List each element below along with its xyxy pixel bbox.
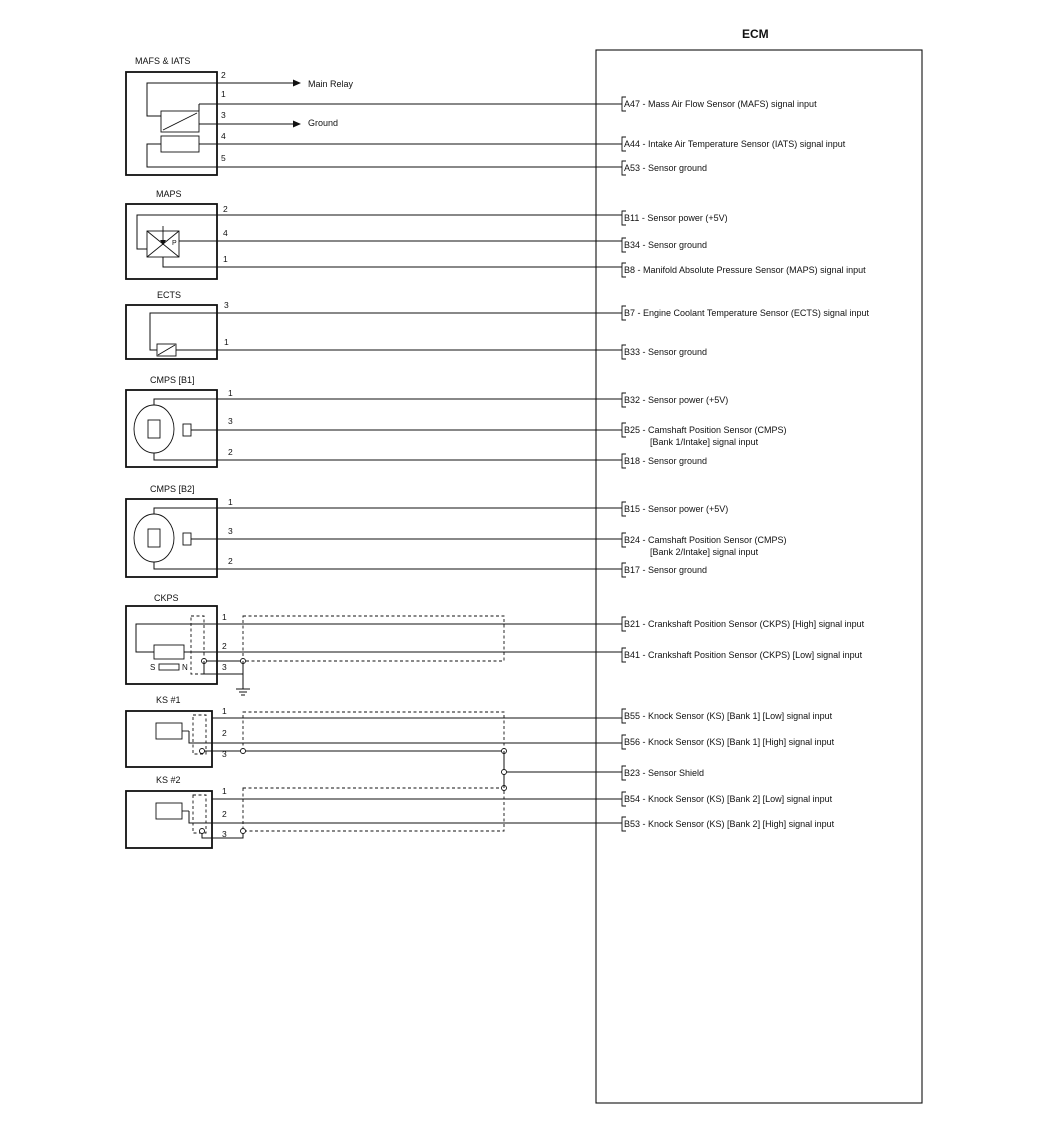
maps-p-symbol: P [172,240,177,247]
cmps-b2-sensor [125,498,218,578]
terminal-a44: A44 - Intake Air Temperature Sensor (IAT… [624,139,846,149]
sensor-shield-wire [501,751,622,788]
cmps-b2-pin-2: 2 [228,556,233,566]
terminal-a47: A47 - Mass Air Flow Sensor (MAFS) signal… [624,99,817,109]
ecm-title: ECM [742,27,769,41]
terminal-b32: B32 - Sensor power (+5V) [624,395,728,405]
ects-sensor [125,304,218,360]
ects-pin-3: 3 [224,300,229,310]
ckps-pin-2: 2 [222,641,227,651]
main-relay-wire [217,79,301,87]
maps-sensor [125,203,218,280]
ks1-label: KS #1 [156,695,181,705]
cmps-b1-pin-2: 2 [228,447,233,457]
terminal-b17: B17 - Sensor ground [624,565,707,575]
mafs-pin-3: 3 [221,110,226,120]
mafs-pin-2: 2 [221,70,226,80]
terminal-b54: B54 - Knock Sensor (KS) [Bank 2] [Low] s… [624,794,833,804]
maps-label: MAPS [156,189,182,199]
cmps-b2-pin-3: 3 [228,526,233,536]
ks1-pin-1: 1 [222,706,227,716]
ecm-box [595,49,923,1104]
terminal-b41: B41 - Crankshaft Position Sensor (CKPS) … [624,650,863,660]
terminal-b8: B8 - Manifold Absolute Pressure Sensor (… [624,265,866,275]
ecm-connector-brackets [621,96,626,832]
ks2-pin-1: 1 [222,786,227,796]
ckps-pin-1: 1 [222,612,227,622]
mafs-iats-label: MAFS & IATS [135,56,190,66]
mafs-pin-1: 1 [221,89,226,99]
terminal-b33: B33 - Sensor ground [624,347,707,357]
terminal-b7: B7 - Engine Coolant Temperature Sensor (… [624,308,869,318]
maps-pin-1: 1 [223,254,228,264]
ks2-sensor [125,785,622,849]
cmps-b1-label: CMPS [B1] [150,375,195,385]
ks1-pin-2: 2 [222,728,227,738]
ground-label: Ground [308,118,338,128]
terminal-b23: B23 - Sensor Shield [624,768,704,778]
terminal-b25-line2: [Bank 1/Intake] signal input [650,437,759,447]
cmps-b2-pin-1: 1 [228,497,233,507]
terminal-b11: B11 - Sensor power (+5V) [624,213,728,223]
ckps-n-symbol: N [182,663,188,672]
ks2-pin-2: 2 [222,809,227,819]
terminal-b21: B21 - Crankshaft Position Sensor (CKPS) … [624,619,865,629]
main-relay-label: Main Relay [308,79,354,89]
ckps-pin-3: 3 [222,662,227,672]
mafs-pin-5: 5 [221,153,226,163]
terminal-b55: B55 - Knock Sensor (KS) [Bank 1] [Low] s… [624,711,833,721]
ks1-pin-3: 3 [222,749,227,759]
terminal-a53: A53 - Sensor ground [624,163,707,173]
terminal-b53: B53 - Knock Sensor (KS) [Bank 2] [High] … [624,819,835,829]
ks2-label: KS #2 [156,775,181,785]
ckps-sensor [125,605,505,696]
mafs-pin-4: 4 [221,131,226,141]
ks1-sensor [125,710,622,768]
terminal-b18: B18 - Sensor ground [624,456,707,466]
terminal-b56: B56 - Knock Sensor (KS) [Bank 1] [High] … [624,737,835,747]
mafs-iats-sensor [125,71,218,176]
ks2-pin-3: 3 [222,829,227,839]
cmps-b2-label: CMPS [B2] [150,484,195,494]
terminal-b25: B25 - Camshaft Position Sensor (CMPS) [624,425,787,435]
cmps-b1-pin-1: 1 [228,388,233,398]
terminal-b24: B24 - Camshaft Position Sensor (CMPS) [624,535,787,545]
maps-pin-2: 2 [223,204,228,214]
terminal-b15: B15 - Sensor power (+5V) [624,504,728,514]
terminal-b34: B34 - Sensor ground [624,240,707,250]
maps-pin-4: 4 [223,228,228,238]
ckps-label: CKPS [154,593,179,603]
cmps-b1-sensor [125,389,218,468]
ckps-s-symbol: S [150,663,155,672]
ecm-terminals: A47 - Mass Air Flow Sensor (MAFS) signal… [624,99,869,829]
cmps-b1-pin-3: 3 [228,416,233,426]
ects-pin-1: 1 [224,337,229,347]
ground-wire [217,120,301,128]
terminal-b24-line2: [Bank 2/Intake] signal input [650,547,759,557]
ects-label: ECTS [157,290,181,300]
